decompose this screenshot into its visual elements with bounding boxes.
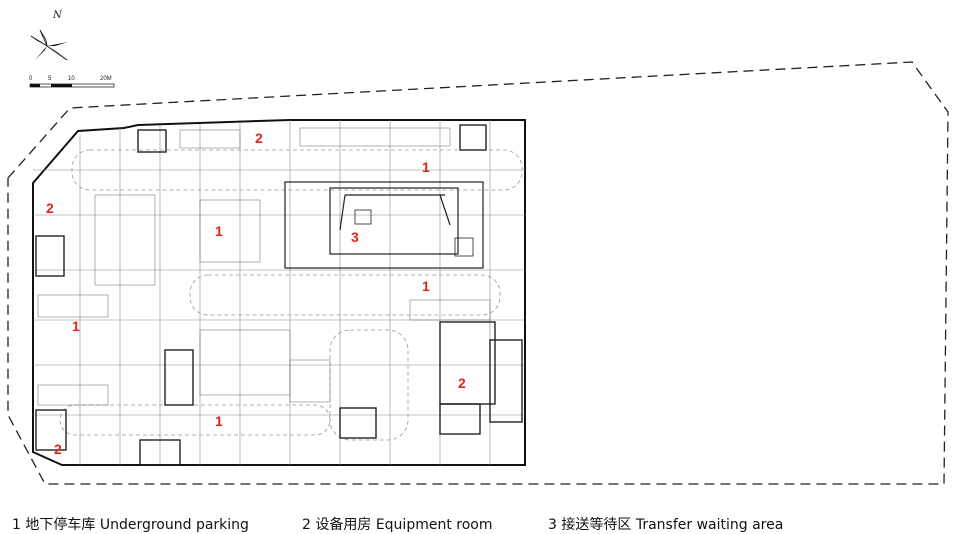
legend-text: 地下停车库 Underground parking	[25, 517, 249, 533]
area-label: 2	[46, 200, 54, 216]
north-label: N	[52, 10, 63, 21]
area-label: 3	[351, 229, 359, 245]
area-label: 2	[54, 441, 62, 457]
area-label: 1	[72, 318, 80, 334]
area-label: 1	[215, 413, 223, 429]
scale-tick-2: 10	[68, 76, 75, 82]
transfer-area	[284, 181, 484, 269]
service-rooms	[35, 124, 523, 466]
floor-plan: N 0 5 10 20M 1 1 1 1 1 2 2 2 2 3	[7, 10, 949, 485]
parking-stalls	[37, 127, 491, 406]
area-label: 1	[422, 159, 430, 175]
legend-item-transfer-waiting-area: 3 接送等待区 Transfer waiting area	[548, 514, 783, 534]
structural-grid	[33, 120, 525, 465]
scale-tick-0: 0	[29, 76, 33, 82]
legend: 1 地下停车库 Underground parking 2 设备用房 Equip…	[0, 508, 960, 534]
legend-number: 1	[12, 517, 21, 533]
area-label: 1	[215, 223, 223, 239]
legend-text: 接送等待区 Transfer waiting area	[561, 517, 784, 533]
scale-tick-1: 5	[48, 76, 52, 82]
legend-number: 2	[302, 517, 311, 533]
site-boundary	[7, 61, 949, 485]
legend-item-equipment-room: 2 设备用房 Equipment room	[302, 514, 493, 534]
area-label: 2	[255, 130, 263, 146]
drive-aisles	[59, 149, 523, 441]
area-label: 2	[458, 375, 466, 391]
area-label: 1	[422, 278, 430, 294]
building-outline	[32, 119, 526, 466]
legend-number: 3	[548, 517, 557, 533]
area-labels: 1 1 1 1 1 2 2 2 2 3	[46, 130, 466, 457]
scale-tick-3: 20M	[100, 76, 112, 82]
legend-item-underground-parking: 1 地下停车库 Underground parking	[12, 514, 249, 534]
legend-text: 设备用房 Equipment room	[315, 517, 493, 533]
scale-bar: 0 5 10 20M	[29, 76, 115, 88]
north-arrow-icon: N	[30, 10, 68, 61]
